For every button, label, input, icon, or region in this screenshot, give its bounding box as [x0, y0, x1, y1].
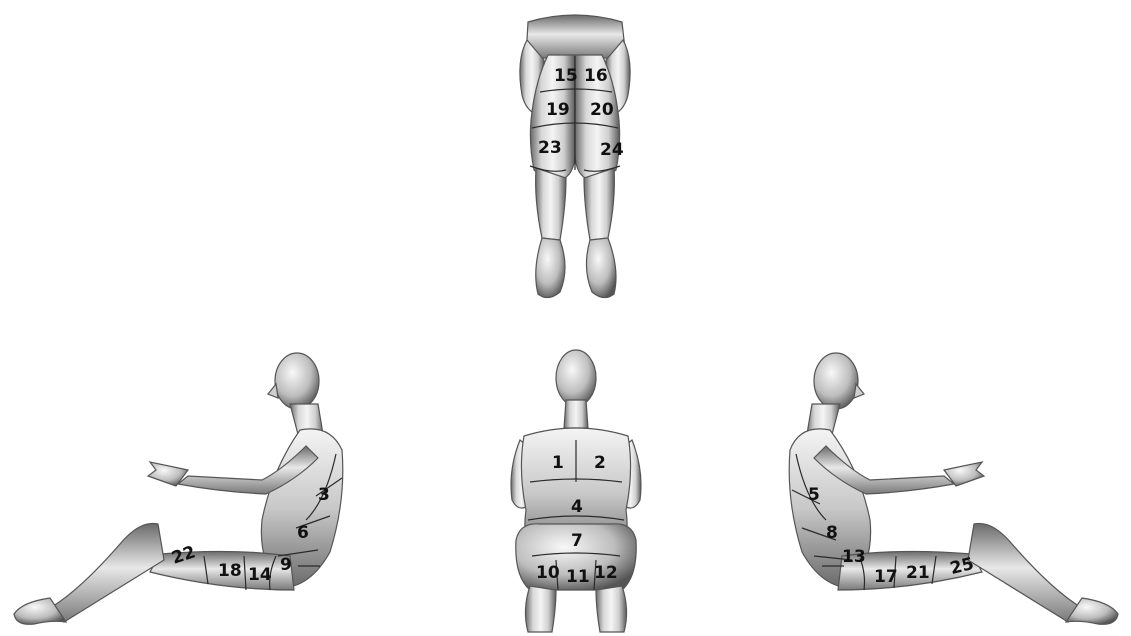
zone-label-15: 15	[554, 66, 578, 86]
zone-label-9: 9	[280, 555, 292, 575]
back-view	[511, 350, 641, 632]
zone-label-20: 20	[590, 100, 614, 120]
zone-label-11: 11	[566, 567, 590, 587]
zone-label-21: 21	[906, 563, 930, 583]
zone-label-7: 7	[571, 531, 583, 551]
zone-label-4: 4	[571, 497, 583, 517]
zone-label-23: 23	[538, 138, 562, 158]
zone-label-24: 24	[600, 140, 624, 160]
zone-label-8: 8	[826, 523, 838, 543]
zone-label-3: 3	[318, 485, 330, 505]
zone-label-14: 14	[248, 565, 272, 585]
zone-label-18: 18	[218, 561, 242, 581]
zone-label-13: 13	[842, 547, 866, 567]
zone-label-6: 6	[297, 523, 309, 543]
zone-label-25: 25	[948, 554, 976, 579]
zone-label-17: 17	[874, 567, 898, 587]
zone-label-5: 5	[808, 485, 820, 505]
zone-label-19: 19	[546, 100, 570, 120]
zone-label-12: 12	[594, 563, 618, 583]
zone-label-16: 16	[584, 66, 608, 86]
left-side-view	[14, 353, 343, 624]
zone-label-10: 10	[536, 563, 560, 583]
zone-label-1: 1	[552, 453, 564, 473]
zone-label-2: 2	[594, 453, 606, 473]
right-side-view	[789, 353, 1118, 624]
